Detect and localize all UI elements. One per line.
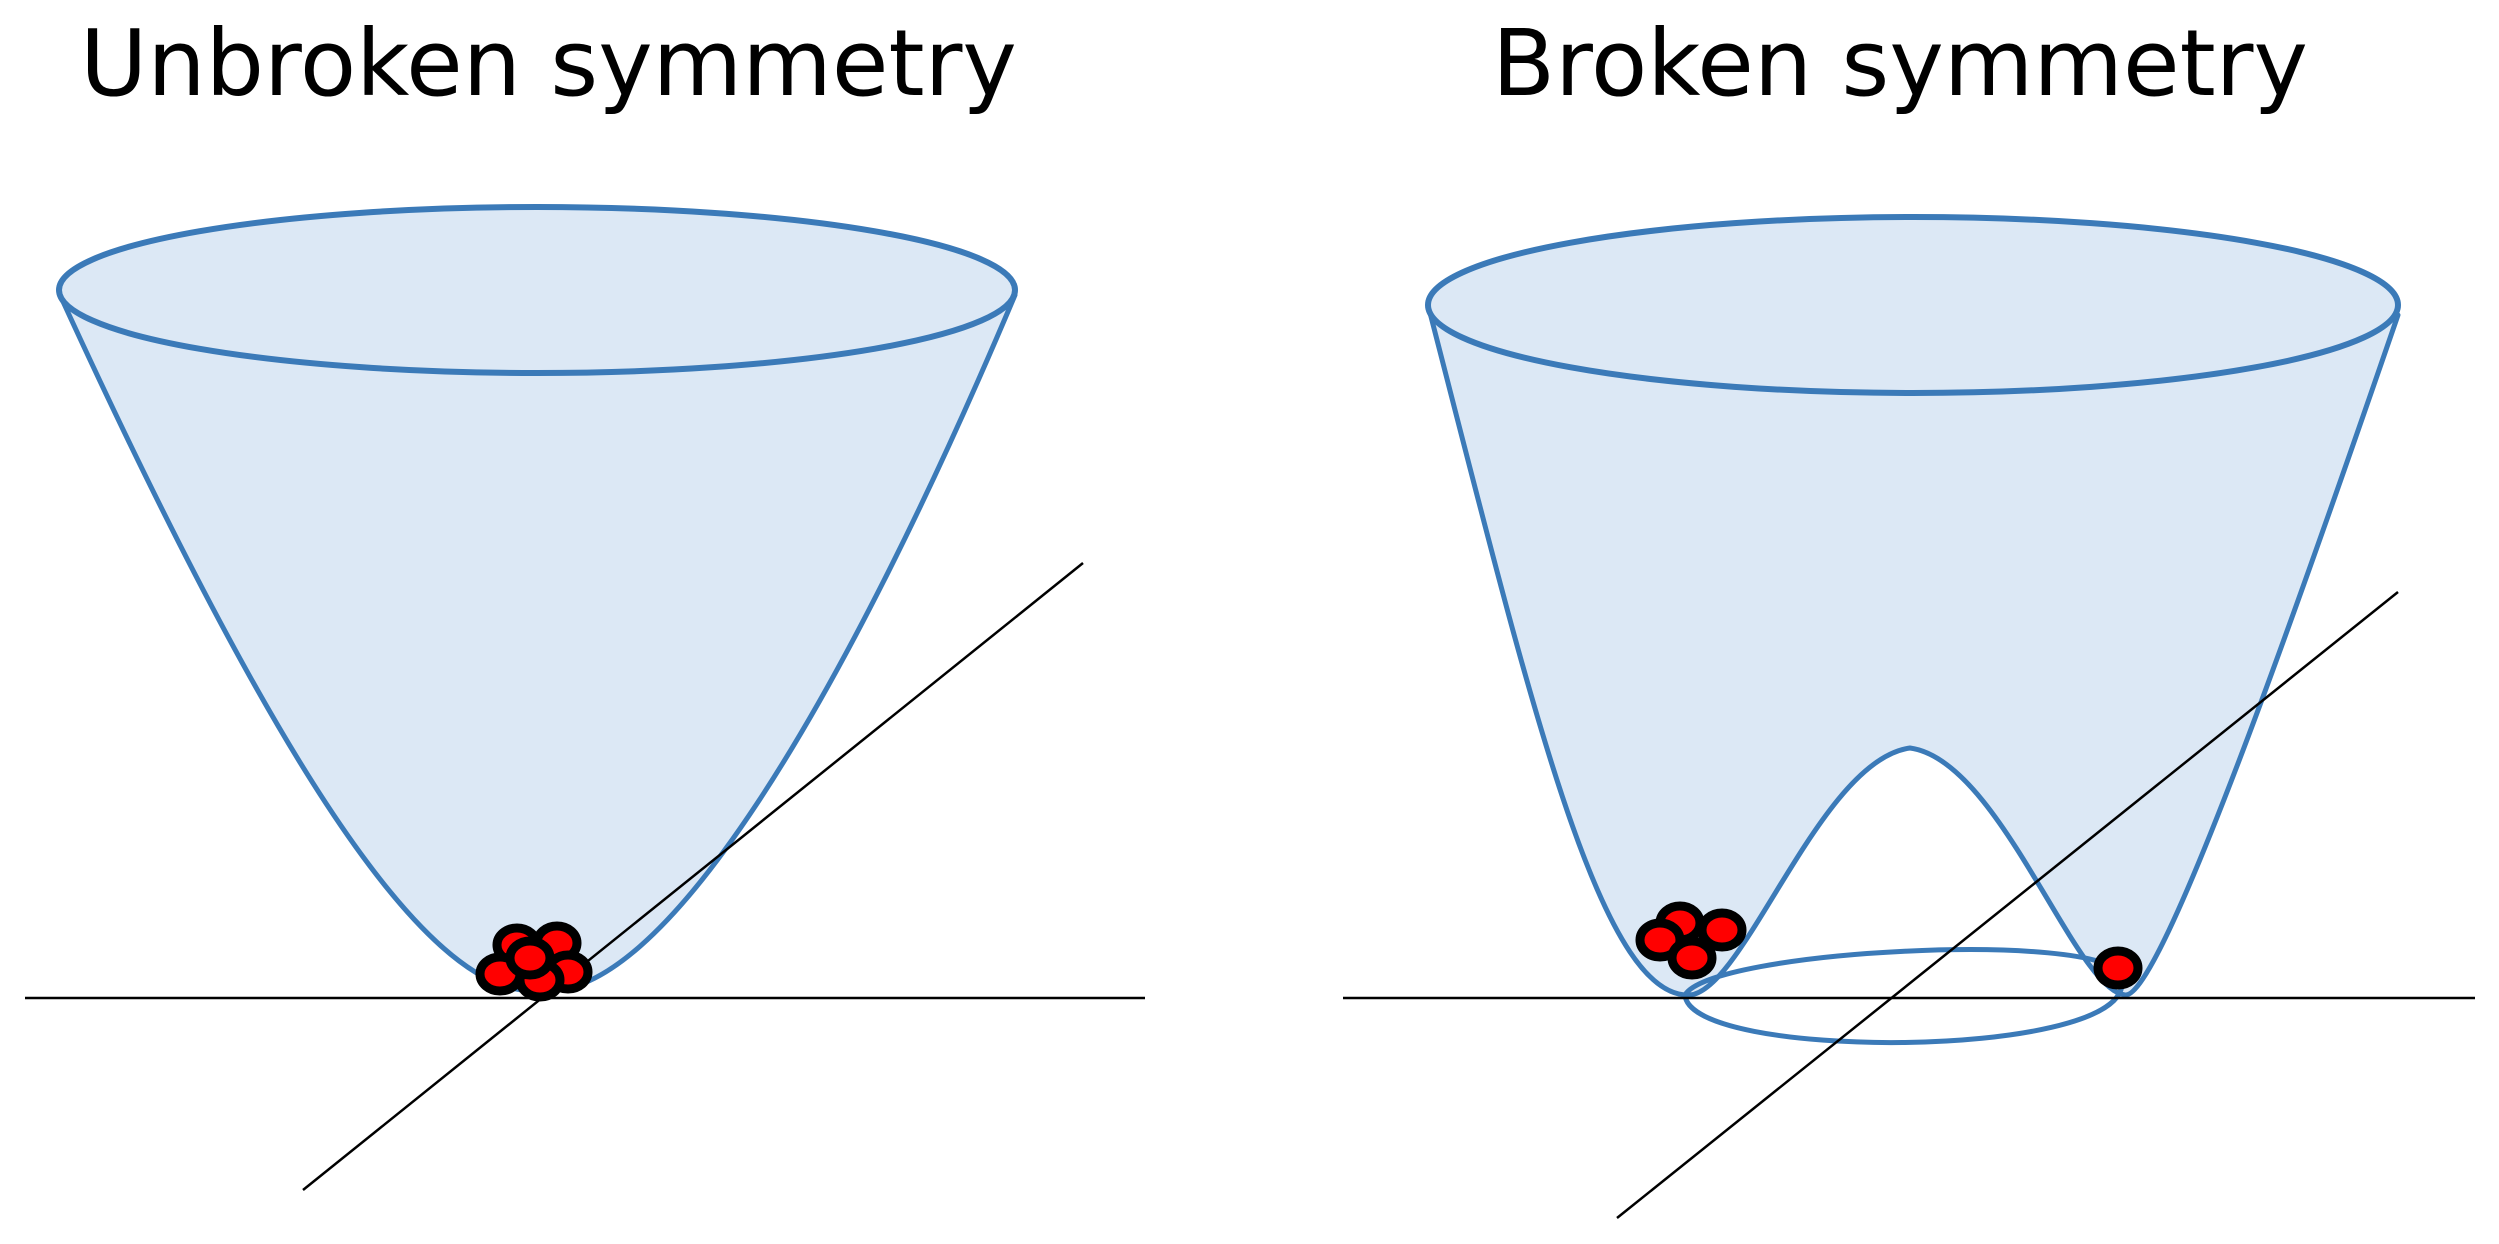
vacuum-ring-front [1682,984,2125,1045]
vacuum-ring-back [1682,947,2125,997]
unbroken-symmetry-title: Unbroken symmetry [80,10,1017,117]
ball [505,936,555,980]
ball [1697,908,1747,952]
ball-single-right [2093,946,2143,990]
ball [1667,936,1717,980]
single-well-bowl [57,292,1018,993]
mexican-hat-bowl [1425,302,2401,998]
diagonal-axis-left [302,562,1084,1191]
broken-symmetry-panel [1343,214,2475,1219]
ball-cluster-left [475,921,593,1002]
mexican-hat-rim [1425,214,2401,396]
broken-symmetry-title: Broken symmetry [1492,10,2308,117]
ball-cluster-right [1635,901,1747,980]
single-well-rim [56,204,1018,376]
diagonal-axis-right [1616,591,2399,1219]
unbroken-symmetry-panel [25,204,1145,1191]
